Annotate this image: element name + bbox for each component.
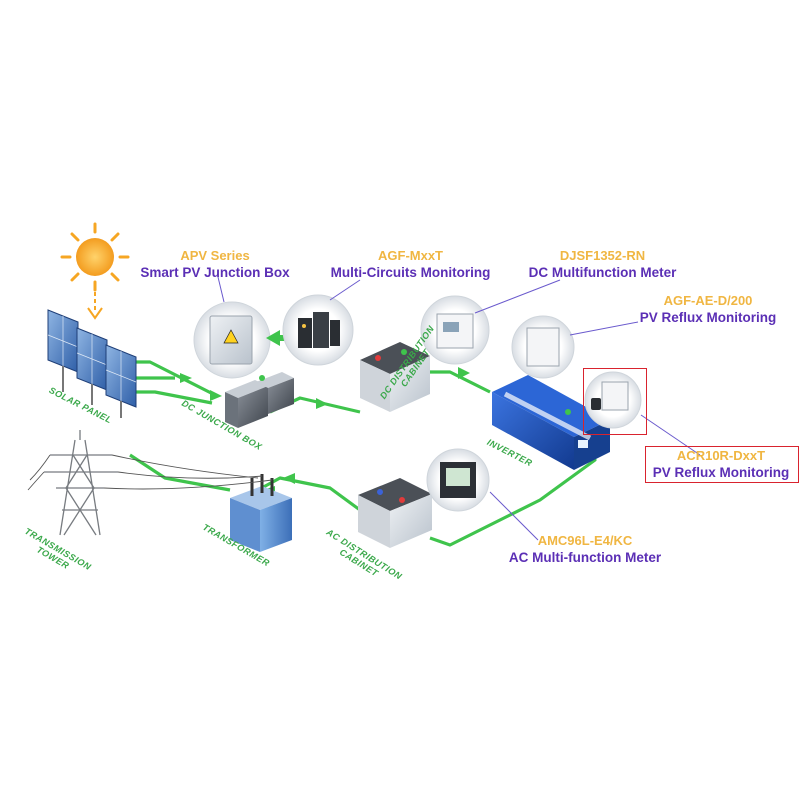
product-description: AC Multi-function Meter <box>508 550 662 565</box>
ac-distribution-cabinet-image <box>358 478 432 548</box>
ac-multifunction-meter-image <box>426 448 490 512</box>
green-arrow-icon <box>266 330 292 346</box>
inverter-image <box>492 375 610 470</box>
product-model: AGF-AE-D/200 <box>663 293 753 308</box>
acr10r-highlight-box <box>583 368 647 435</box>
sunlight-arrow-icon <box>87 292 103 320</box>
product-model: ACR10R-DxxT <box>676 448 766 463</box>
solar-panel-array <box>47 309 137 418</box>
smart-pv-junction-box-image <box>193 301 271 379</box>
dc-junction-box-image <box>225 372 294 428</box>
amc96l-label: AMC96L-E4/KC AC Multi-function Meter <box>500 532 670 566</box>
agf-reflux-monitoring-image <box>511 315 575 379</box>
product-description: PV Reflux Monitoring <box>652 465 790 480</box>
product-model: AGF-MxxT <box>378 248 443 263</box>
product-description: Multi-Circuits Monitoring <box>330 265 491 280</box>
acr10r-label: ACR10R-DxxT PV Reflux Monitoring <box>645 447 797 481</box>
sun-icon <box>60 222 130 292</box>
product-model: APV Series <box>180 248 250 263</box>
product-description: PV Reflux Monitoring <box>639 310 777 325</box>
acr10r-label-box <box>645 446 799 483</box>
dc-flow-arrows <box>180 367 470 409</box>
dc-multifunction-meter-image <box>420 295 490 365</box>
callout-connectors <box>217 276 701 541</box>
acr10r-device-image <box>584 371 642 429</box>
product-model: AMC96L-E4/KC <box>537 533 633 548</box>
agf-ae-d-label: AGF-AE-D/200 PV Reflux Monitoring <box>628 292 788 326</box>
product-description: Smart PV Junction Box <box>140 265 290 280</box>
power-lines <box>27 454 273 491</box>
djsf1352-label: DJSF1352-RN DC Multifunction Meter <box>515 247 690 281</box>
dc-distribution-cabinet-image <box>360 342 430 412</box>
agf-mxxt-label: AGF-MxxT Multi-Circuits Monitoring <box>318 247 503 281</box>
transformer-image <box>230 474 292 552</box>
product-model: DJSF1352-RN <box>559 248 646 263</box>
transmission-tower-image <box>44 430 118 536</box>
apv-series-label: APV Series Smart PV Junction Box <box>130 247 300 281</box>
product-description: DC Multifunction Meter <box>528 265 677 280</box>
multi-circuits-monitoring-image <box>282 294 354 366</box>
